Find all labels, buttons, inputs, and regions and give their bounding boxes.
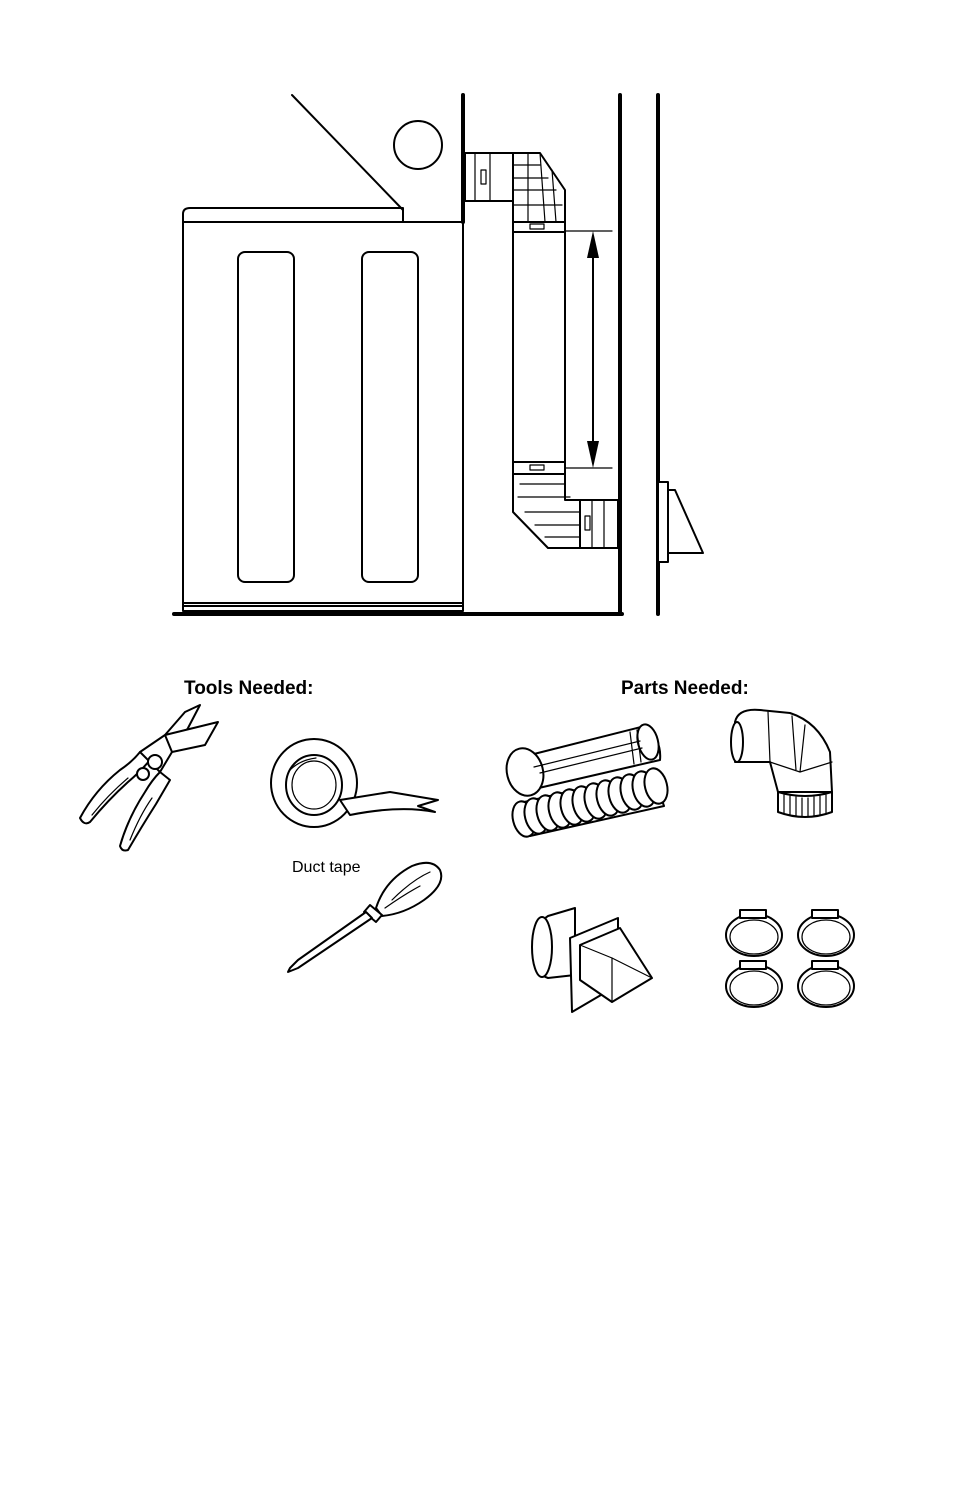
tin-snips-icon bbox=[80, 705, 218, 851]
parts-heading: Parts Needed: bbox=[621, 678, 749, 699]
duct-tape-label: Duct tape bbox=[292, 859, 361, 876]
duct-assembly bbox=[465, 153, 618, 548]
clamp-3 bbox=[726, 961, 782, 1007]
clamp-4 bbox=[798, 961, 854, 1007]
vent-circle bbox=[394, 121, 442, 169]
duct-tape-icon bbox=[271, 739, 438, 827]
dryer-cabinet bbox=[183, 208, 463, 611]
screwdriver-icon bbox=[288, 863, 441, 972]
exhaust-hood-icon bbox=[532, 908, 652, 1012]
tools-heading: Tools Needed: bbox=[184, 678, 314, 699]
clamp-1 bbox=[726, 910, 782, 956]
installation-scene bbox=[174, 95, 703, 614]
clamps-icon bbox=[726, 910, 854, 1007]
diagonal-line bbox=[292, 95, 403, 210]
clamp-2 bbox=[798, 910, 854, 956]
exterior-exhaust-hood bbox=[658, 482, 703, 562]
elbow-icon bbox=[731, 710, 832, 817]
